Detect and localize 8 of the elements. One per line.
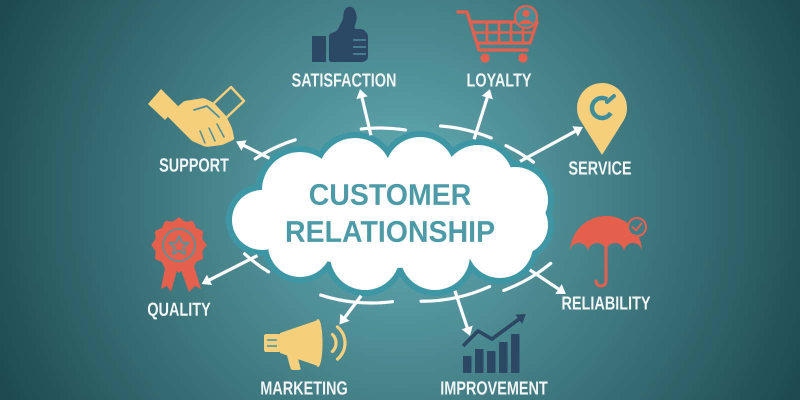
concept-label: RELIABILITY	[562, 296, 650, 310]
concept-label: LOYALTY	[467, 73, 532, 87]
concept-label: MARKETING	[261, 381, 347, 395]
concept-label: IMPROVEMENT	[441, 381, 548, 395]
concept-label: SERVICE	[568, 161, 631, 175]
concept-label: SUPPORT	[160, 158, 229, 172]
concept-label: SATISFACTION	[292, 73, 396, 87]
concept-label: QUALITY	[148, 302, 210, 320]
